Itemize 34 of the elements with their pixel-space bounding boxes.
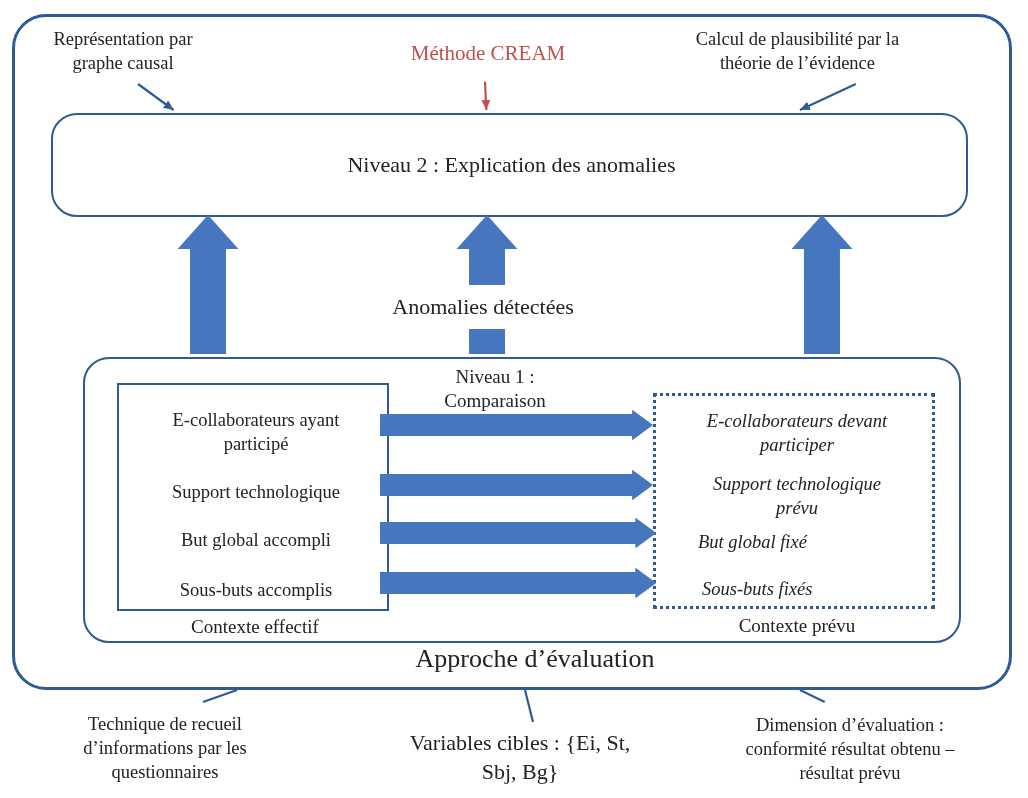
box-heading: Approche d’évaluation — [414, 643, 656, 675]
annotation-text: Technique de recueil d’informations par les questionnaires — [70, 702, 260, 794]
box-heading: Niveau 1 : Comparaison — [443, 365, 547, 413]
arrow — [137, 83, 175, 111]
box-heading: Niveau 2 : Explication des anomalies — [346, 151, 677, 179]
arrow — [481, 81, 491, 111]
context-item: Support technologique prévu — [662, 468, 932, 524]
context-item: Sous-buts fixés — [662, 570, 932, 608]
level-box — [83, 357, 961, 643]
context-item: Sous-buts accomplis — [125, 575, 387, 605]
box-heading: Contexte effectif — [190, 615, 320, 639]
context-item: E-collaborateurs ayant participé — [125, 403, 387, 461]
annotation-text: Représentation par graphe causal — [48, 21, 198, 81]
box-heading: Contexte prévu — [737, 614, 857, 638]
block-arrow — [380, 567, 657, 599]
annotation-text: Dimension d’évaluation : conformité résultat obtenu – résultat prévu — [735, 702, 965, 796]
leader-line — [799, 689, 826, 703]
leader-line — [523, 689, 535, 723]
block-arrow — [791, 215, 853, 354]
context-item: But global fixé — [662, 522, 932, 562]
arrow — [799, 83, 857, 111]
block-arrow — [380, 517, 657, 549]
block-arrow — [456, 215, 518, 354]
block-arrow — [177, 215, 239, 354]
annotation-text: Calcul de plausibilité par la théorie de l’évidence — [675, 21, 920, 81]
annotation-text: Méthode CREAM — [363, 37, 613, 71]
context-item: But global accompli — [125, 525, 387, 555]
annotation-text: Variables cibles : {Ei, St, Sbj, Bg} — [390, 722, 650, 794]
context-item: E-collaborateurs devant participer — [662, 404, 932, 462]
leader-line — [202, 688, 238, 704]
level-box — [51, 113, 968, 217]
context-item: Support technologique — [125, 477, 387, 507]
block-arrow — [380, 469, 653, 501]
block-arrow — [380, 409, 653, 441]
